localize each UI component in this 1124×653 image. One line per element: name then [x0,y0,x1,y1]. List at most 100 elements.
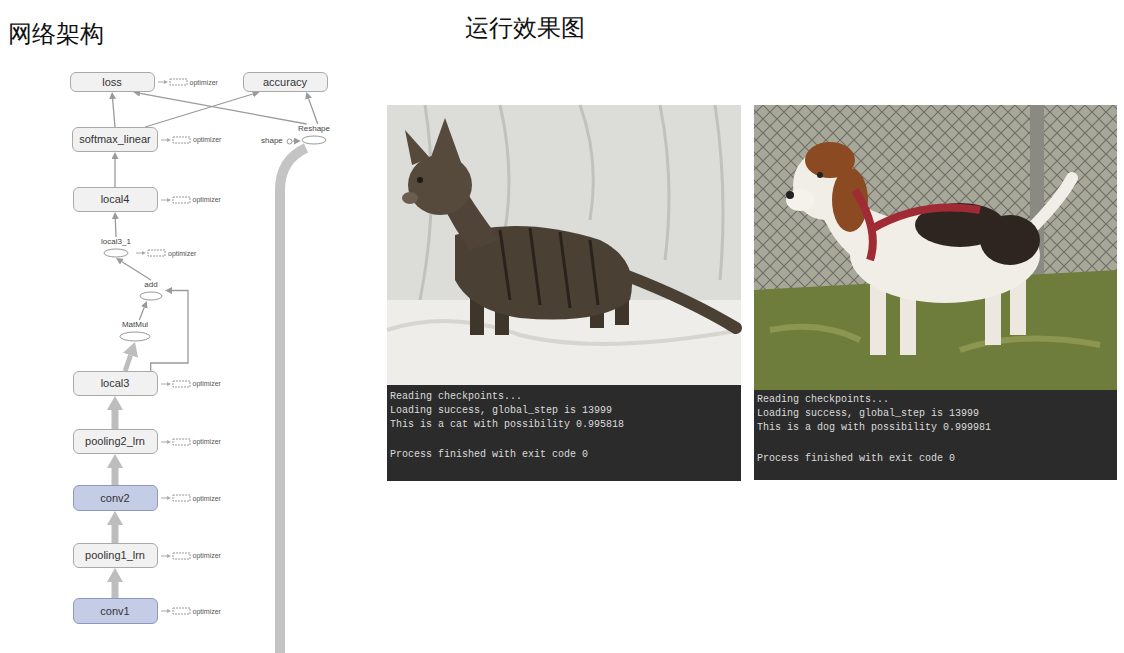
dog-nose [786,191,794,199]
optimizer-icon [158,77,188,87]
conv-box: conv2 [73,485,158,511]
circle-outline [286,138,293,145]
optimizer-tag: optimizer [161,551,221,561]
tag-leader [161,555,167,556]
data-flow-edge [112,468,119,485]
optimizer-tag: optimizer [136,248,196,258]
tag-leader [158,82,164,83]
data-flow-edge [122,262,151,280]
optimizer-label: optimizer [193,551,221,560]
optimizer-label: optimizer [168,249,196,258]
ellipse-shape [120,332,150,341]
optimizer-box [173,197,190,203]
cat-stripe [500,228,598,308]
data-flow-edge [115,219,117,237]
node-label: local3 [101,377,130,390]
dog-muzzle [786,189,814,211]
op-box: local3 [73,371,158,396]
data-flow-edge [113,99,115,127]
op-box: accuracy [243,72,328,92]
node-label: Reshape [298,124,330,134]
console-line: Reading checkpoints... [390,391,522,403]
optimizer-icon [161,551,191,561]
optimizer-tag: optimizer [161,493,221,503]
data-flow-edge [112,525,119,543]
data-flow-edge [140,93,307,124]
cat-tail [625,275,736,328]
optimizer-icon [136,248,166,258]
console-line: Process finished with exit code 0 [390,449,588,461]
dog-harness [855,190,980,260]
cat-eye [417,177,423,183]
console-panel [387,385,741,481]
tag-leader [161,199,167,200]
optimizer-label: optimizer [190,78,218,87]
console-line: Reading checkpoints... [757,394,889,406]
cat-muzzle [402,192,418,204]
optimizer-icon [161,493,191,503]
op-box: pooling2_lrn [73,429,158,454]
console-line: Loading success, global_step is 13999 [390,405,612,417]
op-box: local4 [73,187,158,212]
ellipse-outline [139,291,163,301]
tag-leader [161,611,167,612]
section-heading: 网络架构 [8,20,104,48]
grass-patch [770,327,1100,350]
arrow-head [167,382,171,386]
optimizer-icon [161,437,191,447]
arrow-head [167,440,171,444]
tag-leader [161,498,167,499]
optimizer-label: optimizer [193,135,221,144]
op-box: loss [70,72,155,92]
optimizer-tag: optimizer [161,195,221,205]
console-line: This is a cat with possibility 0.995818 [390,419,624,431]
optimizer-box [173,553,190,559]
circle-shape [287,139,292,144]
optimizer-label: optimizer [193,379,221,388]
node-label: pooling1_lrn [85,549,145,562]
arrow-head [167,198,171,202]
fence [754,105,1117,390]
op-box: pooling1_lrn [73,543,158,568]
cat-ear [430,118,462,165]
ellipse-shape [302,136,326,144]
optimizer-tag: optimizer [161,135,221,145]
op-ellipse: Reshape [296,124,333,145]
arrow-head [167,138,171,142]
data-flow-edge [293,140,294,141]
optimizer-box [173,495,190,501]
dog-patch [980,215,1040,265]
blanket-fold [387,321,741,344]
console-panel [754,390,1117,480]
node-label: softmax_linear [79,133,151,146]
data-flow-edge [114,159,115,187]
input-flow [280,148,306,653]
optimizer-box [173,608,190,614]
ellipse-shape [140,292,162,300]
optimizer-tag: optimizer [158,77,218,87]
optimizer-label: optimizer [193,437,221,446]
console-line: Process finished with exit code 0 [757,453,955,465]
data-flow-edge [139,308,144,321]
photo-ground [754,105,1117,390]
console-line: Loading success, global_step is 13999 [757,408,979,420]
optimizer-tag: optimizer [161,379,221,389]
optimizer-box [173,137,190,143]
arrow-head [167,496,171,500]
optimizer-box [173,439,190,445]
data-flow-edge [125,355,130,371]
optimizer-box [173,381,190,387]
node-label: conv1 [100,605,129,618]
arrow-head [167,609,171,613]
data-flow-edge [112,410,119,429]
op-ellipse: MatMul [117,320,153,342]
cat-photo [387,105,741,481]
conv-box: conv1 [73,598,158,624]
optimizer-icon [161,135,191,145]
arrow-head [164,80,168,84]
data-flow-edge [309,99,318,124]
dog-photo [754,105,1117,480]
optimizer-label: optimizer [193,607,221,616]
ellipse-shape [104,249,128,257]
node-label: pooling2_lrn [85,435,145,448]
